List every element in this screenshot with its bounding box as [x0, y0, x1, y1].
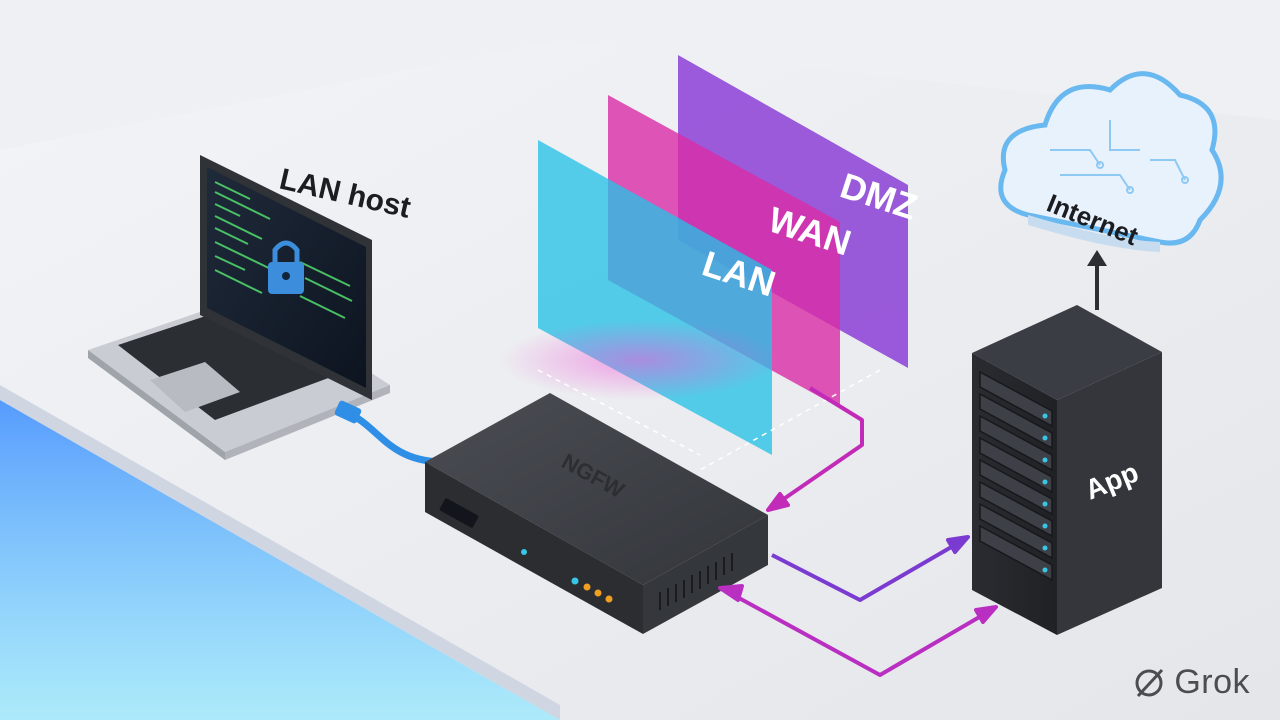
flow-arrows — [718, 386, 998, 677]
ngfw-device — [425, 393, 768, 634]
status-led — [583, 583, 591, 591]
status-led — [594, 589, 602, 597]
lock-icon — [268, 240, 304, 294]
watermark: Grok — [1132, 663, 1250, 702]
arrow-server-to-internet — [1087, 250, 1107, 310]
status-led — [571, 577, 579, 585]
status-led — [521, 549, 527, 555]
app-server — [972, 305, 1162, 635]
arrow-app-to-device — [727, 590, 990, 677]
status-led — [605, 595, 613, 603]
guide-lines — [537, 369, 881, 471]
arrow-zone-to-device — [773, 386, 864, 507]
arrow-device-to-app — [771, 540, 962, 602]
watermark-text: Grok — [1174, 663, 1250, 701]
laptop — [88, 155, 390, 460]
ethernet-cable — [334, 400, 444, 466]
grok-logo-icon — [1135, 668, 1164, 697]
code-lines — [214, 181, 353, 319]
device-vents — [659, 553, 733, 610]
cloud-icon — [998, 71, 1224, 252]
server-bays — [979, 370, 1053, 582]
